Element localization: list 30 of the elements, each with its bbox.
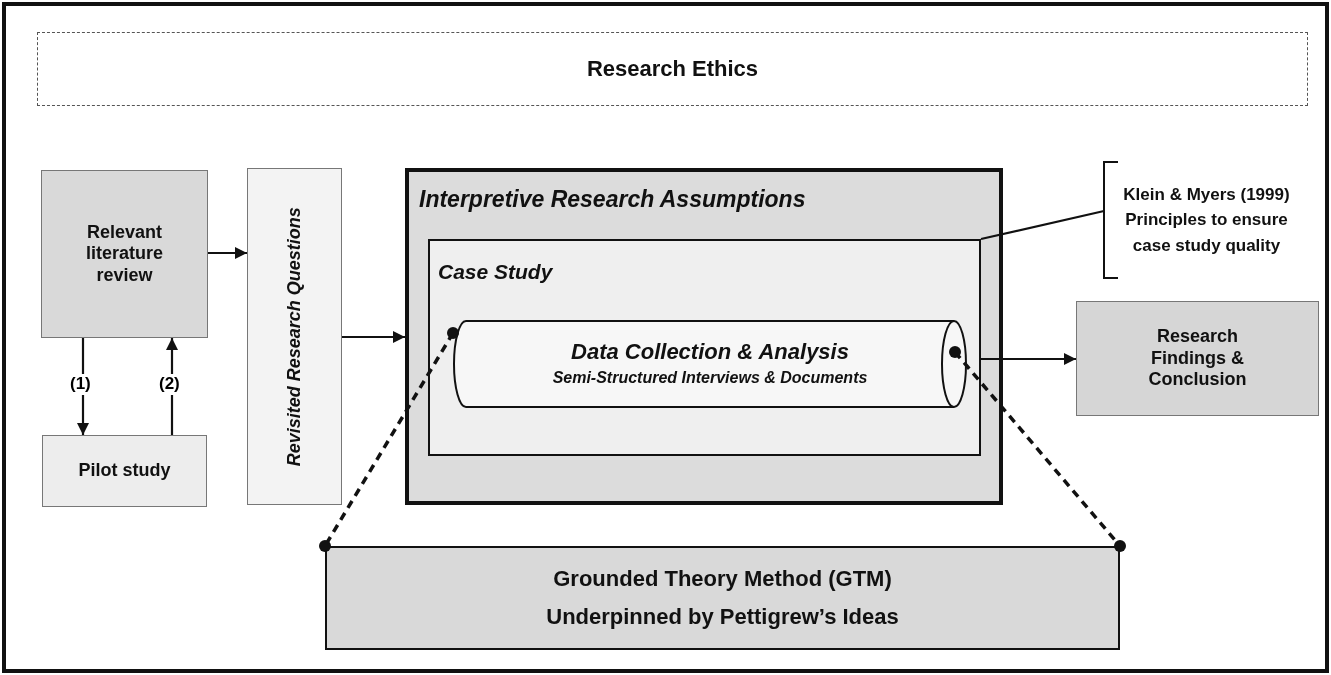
node-label: Revisited Research Questions xyxy=(283,206,305,467)
node-label: Relevant literature review xyxy=(85,221,164,287)
dashed-connector xyxy=(319,327,459,552)
node-title: Data Collection & Analysis xyxy=(571,339,849,366)
arrow xyxy=(208,247,247,259)
dashed-connector xyxy=(949,346,1126,552)
dashed-box xyxy=(37,32,1308,106)
node-label: Interpretive Research Assumptions xyxy=(419,186,806,214)
process-box xyxy=(325,546,1120,650)
node-label: Research Findings & Conclusion xyxy=(1147,326,1248,391)
node-label: Klein & Myers (1999) Principles to ensure case study quality xyxy=(1122,183,1291,257)
node-label: Case Study xyxy=(438,259,553,285)
node-subtitle: Underpinned by Pettigrew’s Ideas xyxy=(546,603,899,631)
edge-label: (1) xyxy=(70,374,91,395)
arrow xyxy=(77,338,89,435)
leader-line xyxy=(980,209,1105,241)
node-title: Grounded Theory Method (GTM) xyxy=(553,564,892,593)
process-box xyxy=(1076,301,1319,416)
edge-label: (2) xyxy=(159,374,180,395)
arrow xyxy=(166,338,178,435)
process-box xyxy=(247,168,342,505)
arrow xyxy=(981,353,1076,365)
process-box xyxy=(42,435,207,507)
node-label: Pilot study xyxy=(78,460,171,482)
process-box xyxy=(41,170,208,338)
arrow xyxy=(342,331,405,343)
container-box xyxy=(428,239,981,456)
container-box xyxy=(405,168,1003,505)
node-subtitle: Semi-Structured Interviews & Documents xyxy=(552,367,868,387)
node-label: Research Ethics xyxy=(586,55,759,83)
